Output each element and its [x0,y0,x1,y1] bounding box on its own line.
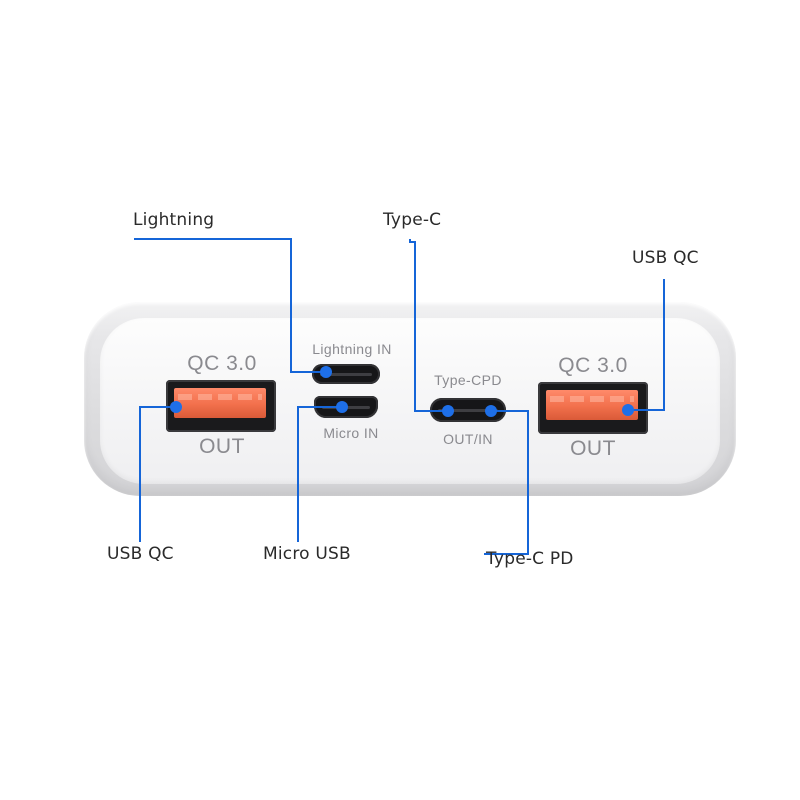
lightning-port-label: Lightning IN [312,341,392,357]
left-usb-port-pins [178,394,262,400]
micro-port-label: Micro IN [323,425,379,441]
typec-pd-port [430,398,506,422]
micro-usb-callout: Micro USB [263,544,351,564]
right-port-out-label: OUT [570,437,616,460]
type-c-pd-callout: Type-C PD [486,549,574,569]
left-port-out-label: OUT [199,435,245,458]
right-port-qc-label: QC 3.0 [558,354,628,377]
typec-port-bottom-label: OUT/IN [443,431,493,447]
micro-usb-port-contact [322,405,370,409]
left-port-qc-label: QC 3.0 [187,352,257,375]
left-usb-port-tongue [174,388,266,418]
right-usb-port-tongue [546,390,638,420]
right-usb-port-pins [550,396,634,402]
lightning-port [312,364,380,384]
usb-qc-left-callout: USB QC [107,544,174,564]
type-c-callout: Type-C [383,210,442,230]
right-usb-qc-port [538,382,648,434]
lightning-callout: Lightning [133,210,215,230]
usb-qc-right-callout: USB QC [632,248,699,268]
typec-pd-port-contact [438,408,498,412]
left-usb-qc-port [166,380,276,432]
lightning-port-contact [320,373,372,376]
typec-port-top-label: Type-CPD [434,372,502,388]
micro-usb-port [314,396,378,418]
